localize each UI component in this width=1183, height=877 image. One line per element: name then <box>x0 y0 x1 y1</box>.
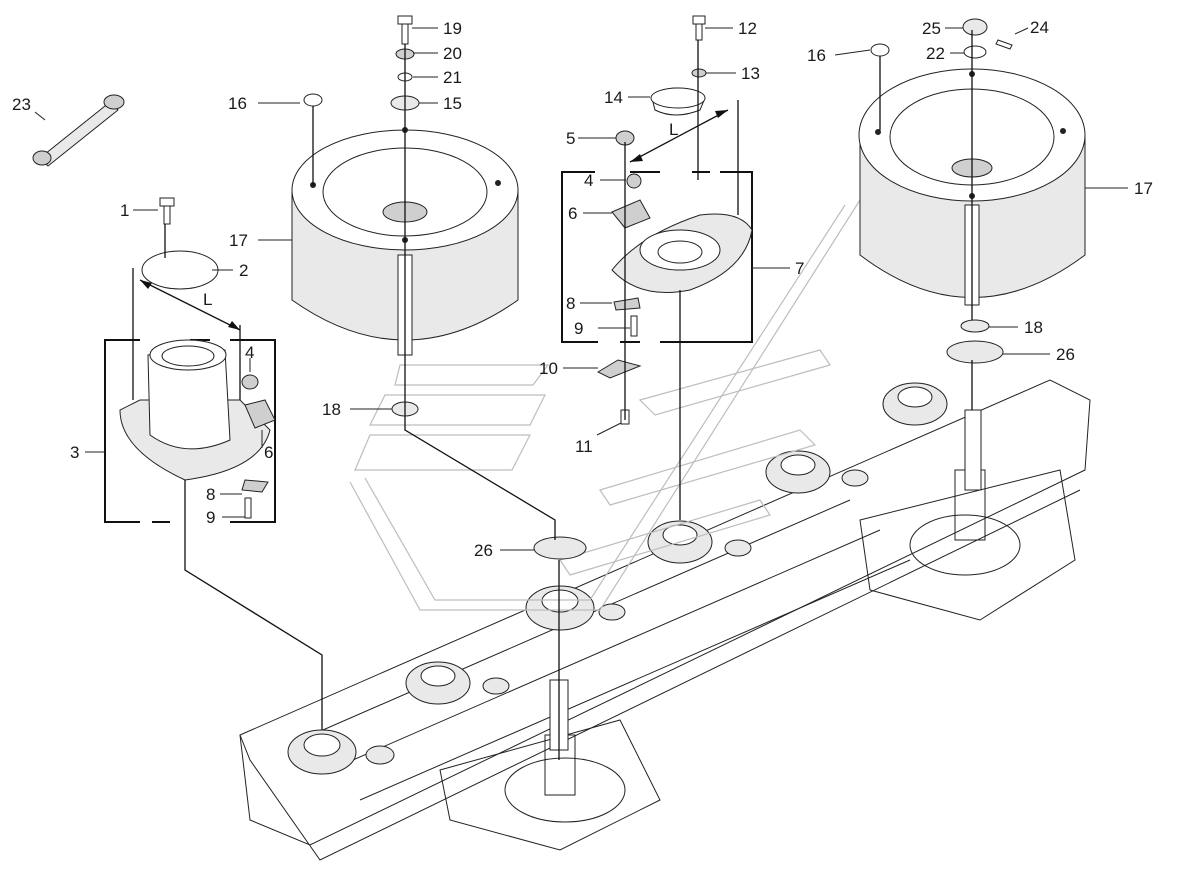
callout-21: 21 <box>443 68 462 87</box>
cover-plate-part-2 <box>141 250 219 290</box>
callout-10: 10 <box>539 359 558 378</box>
callout-23: 23 <box>12 95 31 114</box>
callout-17-right: 17 <box>1134 179 1153 198</box>
callout-13: 13 <box>741 64 760 83</box>
callout-17-left: 17 <box>229 231 248 250</box>
callout-18-left: 18 <box>322 400 341 419</box>
callout-4-left: 4 <box>245 343 254 362</box>
callout-labels: 23 16 19 20 21 15 1 2 17 3 4 6 8 9 18 26… <box>12 18 1153 560</box>
callout-8-center: 8 <box>566 294 575 313</box>
callout-16-right: 16 <box>807 46 826 65</box>
callout-12: 12 <box>738 19 757 38</box>
callout-9-center: 9 <box>574 319 583 338</box>
disc-hub-6 <box>882 382 948 426</box>
callout-14: 14 <box>604 88 623 107</box>
cutter-bar <box>239 379 1091 861</box>
dimension-arrow-left <box>139 279 241 331</box>
callout-6-center: 6 <box>568 204 577 223</box>
bolt-stack-left <box>303 15 420 111</box>
bolt-part-1 <box>159 197 175 225</box>
disc-hub-2 <box>405 661 510 705</box>
callout-7: 7 <box>795 259 804 278</box>
callout-25: 25 <box>922 19 941 38</box>
callout-15: 15 <box>443 94 462 113</box>
callout-26-left: 26 <box>474 541 493 560</box>
callout-22: 22 <box>926 44 945 63</box>
callout-9-left: 9 <box>206 508 215 527</box>
callout-3: 3 <box>70 443 79 462</box>
callout-26-right: 26 <box>1056 345 1075 364</box>
assembly-lines <box>132 30 973 760</box>
disc-hub-3 <box>525 585 626 631</box>
callout-20: 20 <box>443 44 462 63</box>
callout-6-left: 6 <box>264 443 273 462</box>
dimension-label-left: L <box>203 290 212 309</box>
callout-2: 2 <box>239 261 248 280</box>
callout-24: 24 <box>1030 18 1049 37</box>
dimension-arrow-center <box>629 109 729 163</box>
callout-19: 19 <box>443 19 462 38</box>
hub-cover-part-14 <box>650 87 706 116</box>
wrench-part-23 <box>32 94 125 167</box>
disc-hub-4 <box>647 520 752 564</box>
dimension-label-center: L <box>669 120 678 139</box>
cone-assembly-part-3 <box>104 339 276 523</box>
callout-1: 1 <box>120 201 129 220</box>
disc-hub-5 <box>765 450 869 494</box>
callout-8-left: 8 <box>206 485 215 504</box>
callout-5: 5 <box>566 129 575 148</box>
blade-holder-assembly-part-7 <box>561 171 753 425</box>
watermark-frames <box>349 199 861 611</box>
bolt-stack-center <box>691 15 707 78</box>
leader-lines <box>34 27 1128 551</box>
callout-4-center: 4 <box>584 171 593 190</box>
callout-16-left: 16 <box>228 94 247 113</box>
callout-18-right: 18 <box>1024 318 1043 337</box>
disc-hub-1 <box>287 729 395 775</box>
callout-11: 11 <box>575 437 593 456</box>
